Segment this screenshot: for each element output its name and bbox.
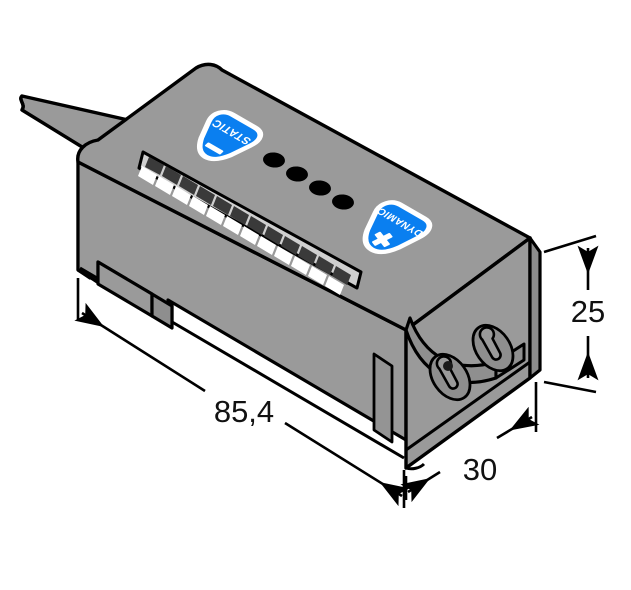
dimension-depth-value: 30 <box>463 452 497 487</box>
teach-strip-light-segments <box>138 166 344 295</box>
dimension-height: 25 <box>543 234 605 394</box>
label-dynamic[interactable]: DYNAMIC <box>349 198 434 263</box>
indicator-leds <box>263 152 354 210</box>
port-left <box>428 352 472 402</box>
dimension-length: 85,4 <box>74 278 410 507</box>
device-housing <box>76 62 542 471</box>
minus-icon <box>204 142 224 155</box>
plus-icon <box>372 231 393 248</box>
teach-scale-strip <box>137 150 363 295</box>
dimension-depth: 30 <box>400 382 540 508</box>
dimension-length-value: 85,4 <box>214 394 274 429</box>
label-static[interactable]: STATIC <box>184 108 265 170</box>
port-right <box>471 323 515 373</box>
fiber-ports <box>428 323 515 402</box>
dimension-height-value: 25 <box>571 294 605 329</box>
teach-strip-dark-segments <box>145 157 351 285</box>
